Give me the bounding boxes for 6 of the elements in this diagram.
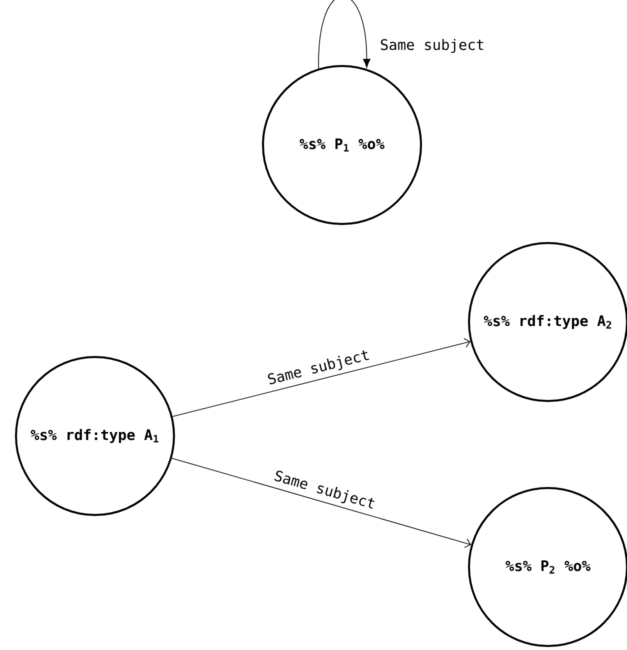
loop-arrow — [318, 0, 370, 69]
edge-label: Same subject — [268, 350, 370, 384]
arrow — [171, 458, 472, 548]
edge-label: Same subject — [378, 38, 486, 54]
edge-label: Same subject — [274, 470, 375, 509]
arrow — [172, 338, 470, 417]
